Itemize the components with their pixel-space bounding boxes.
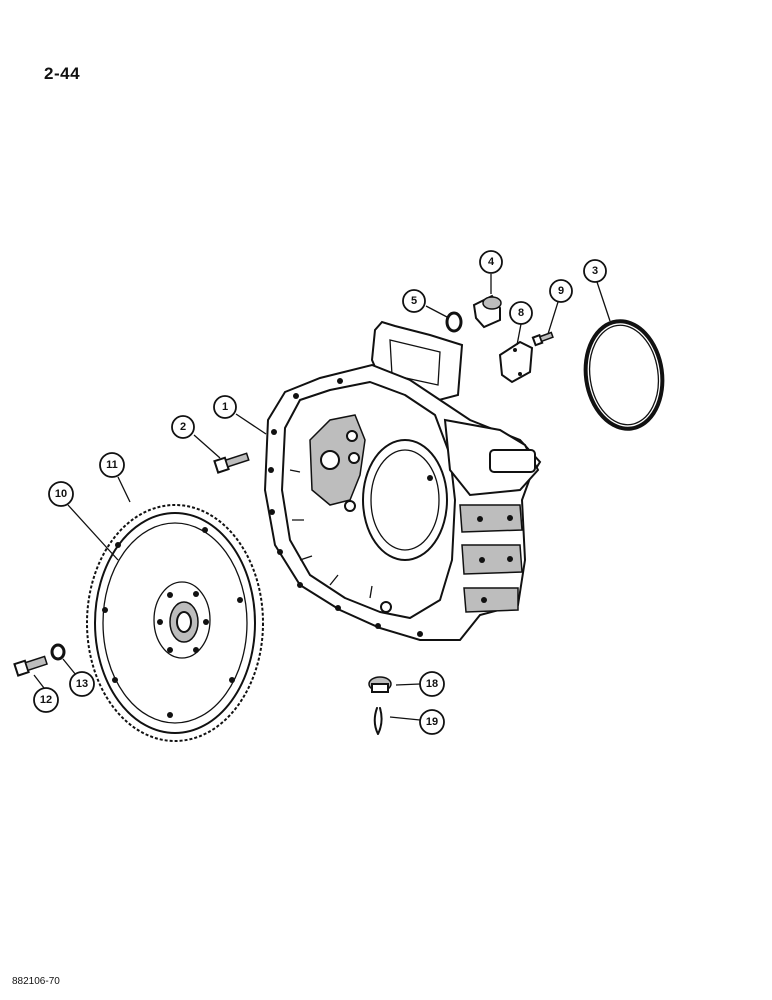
- callout-2: 2: [171, 415, 195, 439]
- svg-text:13: 13: [76, 678, 88, 690]
- svg-text:9: 9: [558, 285, 564, 297]
- callout-3: 3: [583, 259, 607, 283]
- callout-13: 13: [69, 671, 95, 697]
- bolt-part-12: [13, 655, 48, 677]
- svg-text:11: 11: [106, 459, 118, 471]
- svg-text:19: 19: [426, 716, 438, 728]
- svg-text:4: 4: [488, 256, 495, 268]
- svg-text:8: 8: [518, 307, 524, 319]
- callout-18: 18: [419, 671, 445, 697]
- callout-9: 9: [549, 279, 573, 303]
- svg-text:1: 1: [222, 401, 228, 413]
- svg-text:3: 3: [592, 265, 598, 277]
- fitting-part-4: [472, 294, 502, 329]
- leader-lines: [33, 274, 611, 721]
- plug-part-18: [368, 676, 392, 693]
- cover-plate-part-8: [498, 340, 534, 384]
- flywheel-housing: [263, 320, 542, 641]
- callout-5: 5: [402, 289, 426, 313]
- callout-12: 12: [33, 687, 59, 713]
- callout-10: 10: [48, 481, 74, 507]
- screw-part-9: [531, 331, 554, 347]
- callout-4: 4: [479, 250, 503, 274]
- callout-8: 8: [509, 301, 533, 325]
- page-number: 2-44: [44, 64, 81, 83]
- seal-part-5: [445, 311, 463, 333]
- callout-19: 19: [419, 709, 445, 735]
- flywheel-bolt-holes: [102, 527, 243, 718]
- svg-text:12: 12: [40, 694, 52, 706]
- flange-bolt-holes: [268, 378, 433, 637]
- o-ring-part-3: [583, 319, 665, 431]
- washer-part-13: [50, 643, 66, 661]
- flywheel: [86, 504, 264, 742]
- svg-text:10: 10: [55, 488, 67, 500]
- svg-text:2: 2: [180, 421, 186, 433]
- bolt-part-2: [213, 452, 250, 474]
- svg-text:5: 5: [411, 295, 417, 307]
- callout-11: 11: [99, 452, 125, 478]
- callout-1: 1: [213, 395, 237, 419]
- pin-part-19: [373, 707, 383, 735]
- drawing-code: 882106-70: [12, 976, 60, 987]
- svg-text:18: 18: [426, 678, 438, 690]
